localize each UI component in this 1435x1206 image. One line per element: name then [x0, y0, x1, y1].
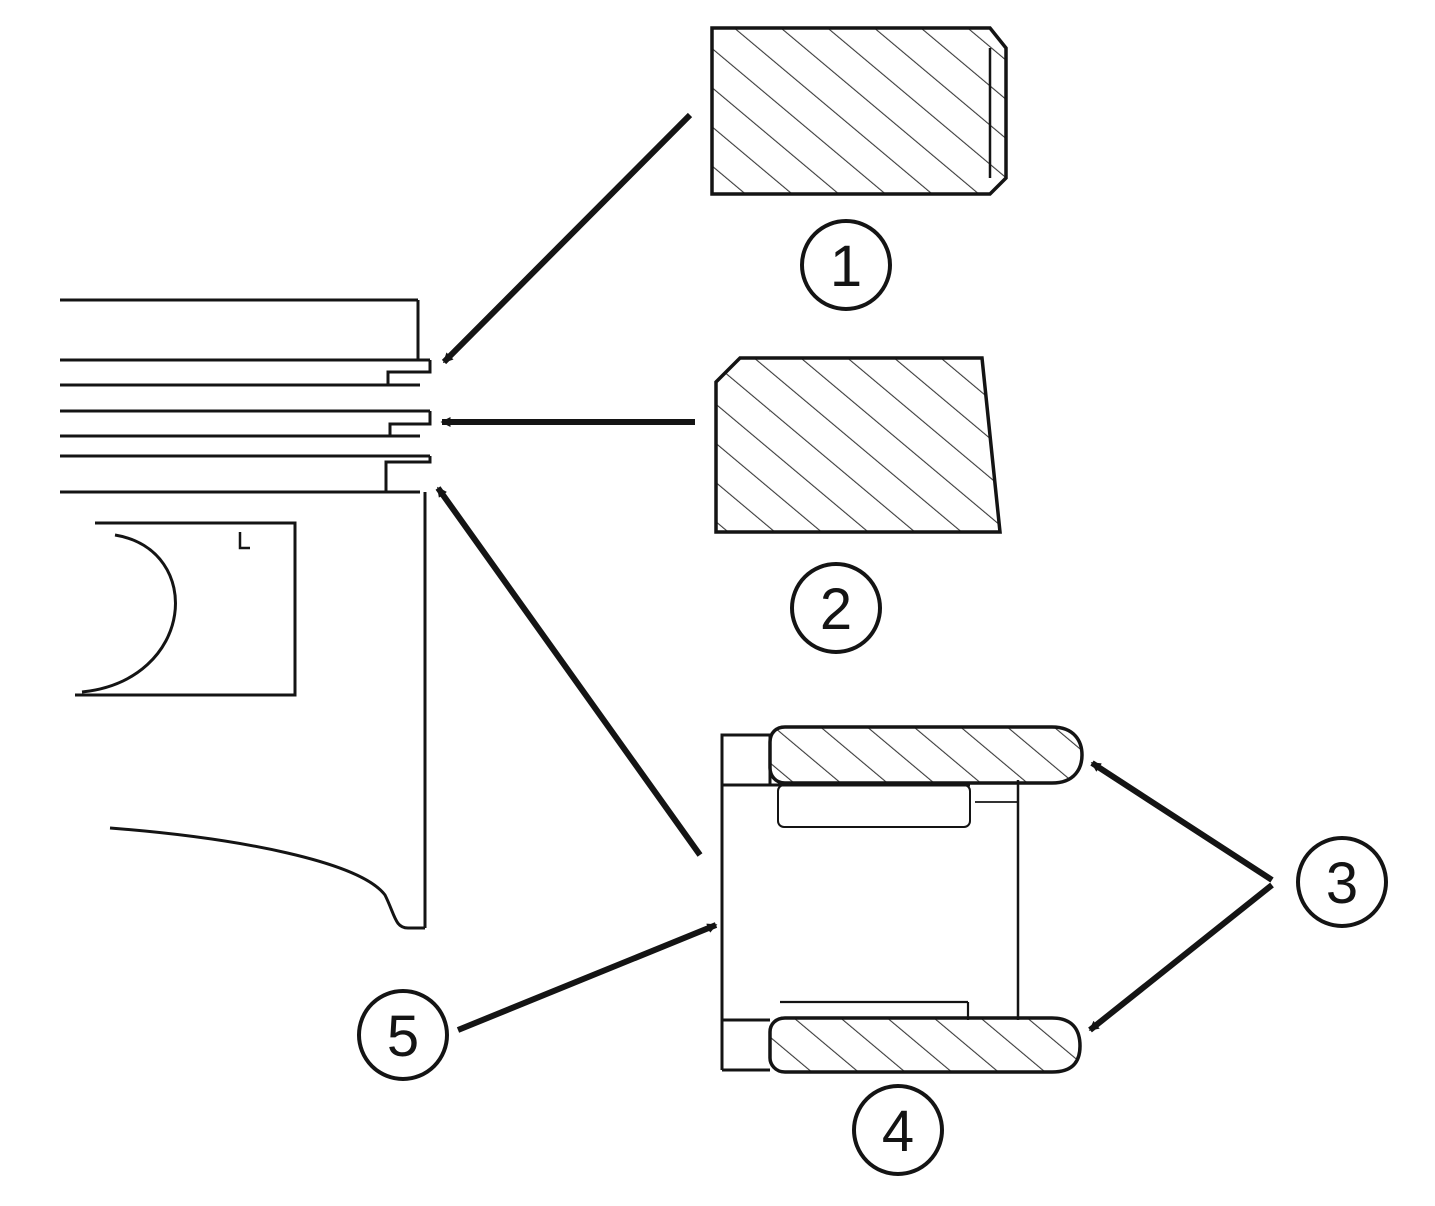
callout-1: 1: [800, 219, 892, 311]
second-ring-groove: [388, 411, 432, 438]
piston-side-view: [60, 298, 432, 930]
oil-ring-groove: [384, 456, 432, 494]
top-compression-ring-section: [710, 26, 1008, 196]
arrow-callout3-to-upper-rail: [1090, 760, 1274, 883]
callout-4: 4: [852, 1084, 944, 1176]
callout-1-label: 1: [830, 234, 862, 299]
callout-2-label: 2: [820, 577, 852, 642]
callout-4-label: 4: [882, 1099, 914, 1164]
callout-5: 5: [357, 989, 449, 1081]
arrow-ring1-to-top-groove: [441, 112, 693, 365]
piston-pin-arc: [81, 533, 177, 694]
second-compression-ring-section: [714, 356, 1002, 534]
arrow-callout5-to-spacer: [456, 922, 718, 1033]
lower-side-rail-section: [768, 1016, 1082, 1074]
oil-ring-spacer-tab: [720, 733, 772, 787]
top-ring-groove: [386, 360, 432, 387]
arrow-callout3-to-lower-rail: [1088, 882, 1274, 1033]
piston-pin-boss: [75, 521, 297, 697]
callout-3: 3: [1296, 836, 1388, 928]
callout-5-label: 5: [387, 1004, 419, 1069]
leader-arrows: [435, 112, 1274, 1033]
piston-skirt-base: [109, 826, 425, 930]
oil-ring-assembly: [720, 733, 1020, 1072]
upper-side-rail-section: [768, 725, 1084, 785]
callout-2: 2: [790, 562, 882, 654]
oil-ring-spacer-lip: [777, 784, 971, 828]
arrow-oil-ring-to-oil-groove: [435, 486, 703, 857]
callout-3-label: 3: [1326, 851, 1358, 916]
pin-boss-mark: [238, 532, 250, 550]
